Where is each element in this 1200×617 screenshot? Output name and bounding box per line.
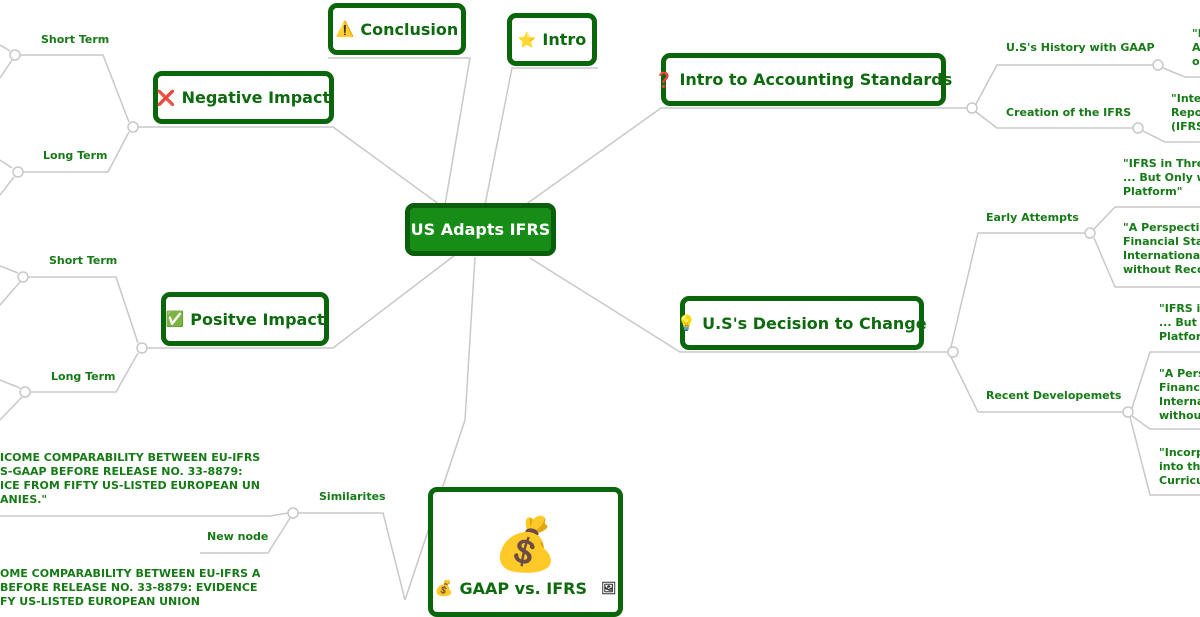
leaf-note[interactable]: "Incorpo into the Curricul: [1159, 446, 1200, 487]
topic-gaap-vs-ifrs[interactable]: 💰 💰 GAAP vs. IFRS 🖼: [428, 487, 623, 617]
topic-conclusion[interactable]: ⚠️ Conclusion: [328, 3, 466, 55]
money-bag-icon: 💰: [434, 579, 454, 597]
topic-label: GAAP vs. IFRS: [459, 578, 587, 598]
topic-intro-accounting-standards[interactable]: ❓ Intro to Accounting Standards: [655, 53, 952, 106]
subtopic-label[interactable]: Early Attempts: [986, 211, 1079, 224]
subtopic-label[interactable]: Similarites: [319, 490, 386, 503]
subtopic-label[interactable]: Long Term: [43, 149, 108, 162]
topic-intro[interactable]: ⭐ Intro: [507, 13, 597, 66]
light-bulb-icon: 💡: [677, 314, 697, 332]
image-icon[interactable]: 🖼: [600, 581, 617, 595]
leaf-note[interactable]: "A Perspective Financial State Internati…: [1123, 221, 1200, 276]
subtopic-label[interactable]: Short Term: [41, 33, 110, 46]
subtopic-label[interactable]: Recent Developemets: [986, 389, 1122, 402]
subtopic-label[interactable]: Long Term: [51, 370, 116, 383]
subtopic-label[interactable]: Short Term: [49, 254, 118, 267]
topic-us-decision[interactable]: 💡 U.S's Decision to Change: [677, 296, 927, 350]
subtopic-label[interactable]: Creation of the IFRS: [1006, 106, 1132, 119]
question-mark-icon: ❓: [654, 70, 674, 89]
leaf-note[interactable]: "Inter Repor (IFRS): [1171, 92, 1200, 133]
topic-label: Intro: [542, 30, 587, 49]
leaf-note[interactable]: "IFRS in ... But O Platform: [1159, 302, 1200, 343]
leaf-note[interactable]: "IFRS in Three ... But Only wit Platform…: [1123, 157, 1200, 198]
root-label: US Adapts IFRS: [410, 220, 551, 239]
topic-label: U.S's Decision to Change: [702, 313, 927, 333]
leaf-note[interactable]: "A Persp Financia Internat without: [1159, 367, 1200, 422]
topic-label: Conclusion: [360, 19, 459, 39]
warning-icon: ⚠️: [335, 20, 355, 38]
root-node[interactable]: US Adapts IFRS: [405, 203, 556, 256]
subtopic-label[interactable]: U.S's History with GAAP: [1006, 41, 1155, 54]
leaf-note[interactable]: OME COMPARABILITY BETWEEN EU-IFRS AND BE…: [0, 567, 260, 608]
cross-mark-icon: ❌: [156, 88, 176, 107]
check-mark-icon: ✅: [165, 310, 185, 328]
star-icon: ⭐: [517, 30, 537, 49]
topic-positive-impact[interactable]: ✅ Positve Impact: [161, 292, 329, 346]
subtopic-label[interactable]: New node: [207, 530, 269, 543]
leaf-note[interactable]: "N A o: [1192, 27, 1200, 68]
topic-label: Negative Impact: [181, 88, 331, 107]
topic-label: Positve Impact: [190, 309, 325, 329]
leaf-note[interactable]: ICOME COMPARABILITY BETWEEN EU-IFRS S-GA…: [0, 451, 260, 506]
topic-negative-impact[interactable]: ❌ Negative Impact: [153, 71, 334, 124]
topic-label: Intro to Accounting Standards: [679, 70, 953, 89]
connector-lines: [0, 44, 1200, 600]
money-bag-image: 💰: [493, 514, 558, 575]
